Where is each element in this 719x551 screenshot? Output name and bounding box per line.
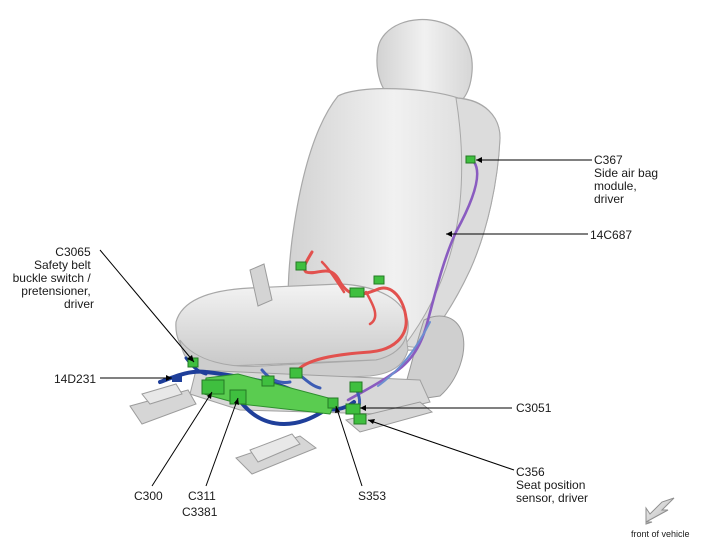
label-s353: S353: [358, 489, 386, 503]
leader-lines: [99, 159, 592, 487]
label-c3051: C3051: [516, 401, 552, 415]
harness-14c687: [346, 160, 479, 402]
label-14d231: 14D231: [54, 372, 96, 386]
connector-c3065: [187, 357, 199, 368]
leader-c356: [367, 419, 515, 471]
connector-s353: [327, 397, 339, 409]
leader-s353: [335, 405, 363, 487]
connectors: [187, 155, 476, 425]
seat-illustration: [129, 18, 501, 475]
connector-c367: [465, 155, 476, 164]
harness-red: [298, 250, 408, 370]
label-c3065: C3065 Safety belt buckle switch / preten…: [13, 245, 94, 311]
connector-module-3: [349, 381, 363, 393]
connector-red-3: [349, 287, 365, 298]
label-c367: C367 Side air bag module, driver: [594, 153, 661, 206]
seat-cushion: [175, 283, 409, 367]
connector-c3051: [345, 403, 361, 415]
connector-c300: [201, 379, 225, 395]
connector-module-2: [289, 367, 303, 379]
connector-red-2: [373, 275, 385, 285]
connector-module-1: [261, 375, 275, 387]
label-c300: C300: [134, 489, 163, 503]
leader-c311: [205, 397, 239, 487]
front-of-vehicle-indicator: front of vehicle: [631, 497, 690, 539]
connector-red-1: [295, 261, 307, 271]
connector-c356: [353, 413, 367, 425]
arrow-down-left-icon: [645, 497, 675, 525]
connector-14d231: [172, 376, 182, 382]
label-c356: C356 Seat position sensor, driver: [516, 465, 589, 505]
leader-c300: [151, 391, 213, 487]
front-of-vehicle-label: front of vehicle: [631, 529, 690, 539]
label-14c687: 14C687: [590, 228, 632, 242]
buckle-stalk: [249, 263, 273, 307]
leader-c3065: [99, 249, 195, 363]
label-c311: C311 C3381: [182, 489, 219, 519]
